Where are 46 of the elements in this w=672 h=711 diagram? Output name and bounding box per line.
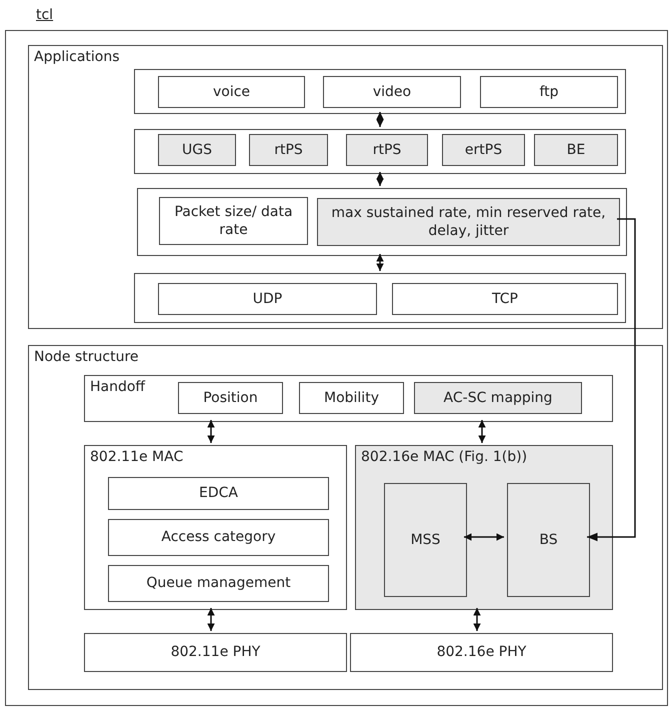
process-box: ftp	[480, 76, 618, 108]
arrow	[464, 533, 504, 541]
arrow	[587, 218, 636, 542]
process-box: Mobility	[299, 382, 404, 414]
group-title: Handoff	[90, 379, 146, 395]
group-title: 802.11e MAC	[90, 449, 184, 465]
process-box: BE	[534, 134, 618, 166]
process-box: Packet size/ data rate	[159, 197, 308, 245]
group-title: Applications	[34, 49, 120, 65]
process-box: AC-SC mapping	[414, 382, 582, 414]
group-title: Node structure	[34, 349, 139, 365]
process-box: Access category	[108, 519, 329, 556]
group-title: 802.16e MAC (Fig. 1(b))	[361, 449, 528, 465]
process-box: voice	[158, 76, 305, 108]
process-box: EDCA	[108, 477, 329, 510]
arrow	[478, 420, 486, 443]
process-box: MSS	[384, 483, 467, 597]
container-box	[134, 69, 626, 114]
container-box	[137, 188, 627, 256]
arrow	[207, 420, 215, 443]
group-title: tcl	[36, 7, 54, 23]
arrow	[376, 112, 384, 127]
group-box	[84, 445, 347, 610]
arrow	[376, 254, 384, 271]
group-box	[355, 445, 613, 610]
process-box: UGS	[158, 134, 236, 166]
arrow	[473, 608, 481, 631]
process-box: rtPS	[249, 134, 328, 166]
process-box: 802.11e PHY	[84, 633, 347, 672]
group-box	[28, 345, 663, 690]
process-box: BS	[507, 483, 590, 597]
arrow	[207, 608, 215, 631]
process-box: TCP	[392, 283, 618, 315]
process-box: ertPS	[442, 134, 525, 166]
arrow	[376, 172, 384, 186]
process-box: video	[323, 76, 461, 108]
container-box	[134, 129, 626, 174]
process-box: max sustained rate, min reserved rate, delay, jitter	[317, 198, 620, 246]
group-box	[28, 45, 663, 329]
process-box: UDP	[158, 283, 377, 315]
container-box	[134, 273, 626, 323]
process-box: 802.16e PHY	[350, 633, 613, 672]
group-box	[84, 375, 613, 422]
process-box: Queue management	[108, 565, 329, 602]
process-box: rtPS	[346, 134, 428, 166]
process-box: Position	[178, 382, 283, 414]
